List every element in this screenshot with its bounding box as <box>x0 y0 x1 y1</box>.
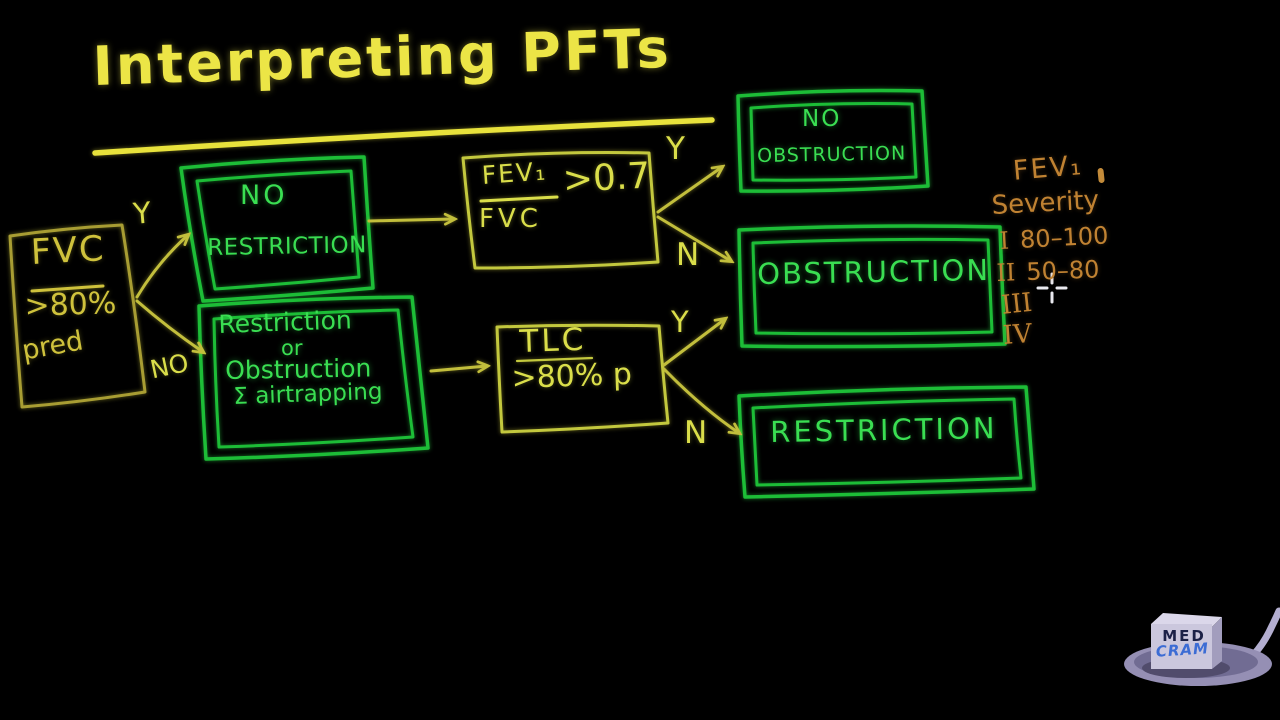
crosshair-cursor-icon <box>1036 272 1068 304</box>
sugar-cube-top <box>1151 613 1222 627</box>
title-underline <box>92 117 715 156</box>
obstruction-box-outline <box>737 224 1007 349</box>
severity-row-3-numeral: III <box>999 287 1034 321</box>
medcram-logo-med-text: MED <box>1162 627 1206 645</box>
stray-pen-mark <box>1097 168 1105 183</box>
severity-row-4: IV <box>1001 318 1044 351</box>
restriction-or-obstruction-line2: or <box>281 336 303 360</box>
severity-heading-fev1: FEV₁ <box>1011 149 1085 187</box>
edge-label-tlc-no: N <box>684 415 708 451</box>
obstruction-node-label: OBSTRUCTION <box>756 252 991 291</box>
fvc-box-outline <box>8 223 147 409</box>
sugar-cube-side <box>1212 617 1222 669</box>
arrow-restriction-to-tlc <box>429 366 487 371</box>
arrow-fev-yes-to-no-obstruction <box>656 167 722 214</box>
arrow-tlc-no-to-restriction <box>662 367 739 433</box>
edge-label-tlc-yes: Y <box>671 305 689 339</box>
fev1-fvc-threshold: >0.7 <box>561 155 652 201</box>
restriction-or-obstruction-box-outline <box>197 295 430 461</box>
no-restriction-box-outline <box>179 155 375 303</box>
no-obstruction-box-outline <box>736 88 930 193</box>
no-obstruction-node-line1: NO <box>802 106 842 132</box>
edge-label-fvc-yes: Y <box>131 195 153 231</box>
restriction-box-outline <box>737 385 1036 499</box>
severity-heading-label: Severity <box>990 185 1100 221</box>
arrow-no-restriction-to-fev <box>367 219 454 221</box>
no-restriction-node-line2: RESTRICTION <box>206 232 368 261</box>
arrow-tlc-yes-to-obstruction <box>662 319 725 367</box>
arrow-fev-no-to-obstruction <box>656 215 731 261</box>
arrow-fvc-no-to-restriction <box>135 299 203 352</box>
restriction-node-label: RESTRICTION <box>769 411 998 449</box>
restriction-or-obstruction-line3: Obstruction <box>224 353 372 385</box>
medcram-logo-graphic <box>1124 607 1280 686</box>
severity-row-3: III <box>999 287 1044 321</box>
edge-label-fev-yes: Y <box>666 131 685 167</box>
sugar-cube-front <box>1151 624 1212 669</box>
severity-row-1-numeral: I <box>998 226 1010 255</box>
severity-row-2-range: 50–80 <box>1025 255 1100 286</box>
no-restriction-node-line1: NO <box>240 180 288 211</box>
fev1-fvc-denominator: FVC <box>479 204 542 234</box>
fev1-fvc-numerator: FEV₁ <box>480 156 549 190</box>
edge-label-fev-no: N <box>676 237 700 273</box>
fvc-node-line1: FVC <box>29 229 107 273</box>
tlc-box-outline <box>495 323 670 434</box>
restriction-or-obstruction-line4: Σ airtrapping <box>232 378 383 410</box>
severity-row-4-numeral: IV <box>1001 318 1033 351</box>
edge-label-fvc-no: NO <box>147 348 192 385</box>
tlc-node-line1: TLC <box>518 321 587 360</box>
severity-row-1: I 80–100 <box>998 221 1110 255</box>
fvc-node-line2: >80% <box>23 285 117 324</box>
no-obstruction-node-line2: OBSTRUCTION <box>756 142 907 167</box>
severity-row-2: II 50–80 <box>995 255 1100 287</box>
flowchart-arrows <box>135 167 739 433</box>
tlc-node-line2: >80% p <box>510 356 633 396</box>
medcram-logo-cram-text: CRAM <box>1155 639 1210 661</box>
fev1-fvc-box-outline <box>461 151 660 270</box>
severity-row-2-numeral: II <box>995 258 1016 287</box>
restriction-or-obstruction-line1: Restriction <box>217 305 353 339</box>
arrow-fvc-yes-to-no-restriction <box>135 235 188 299</box>
severity-row-1-range: 80–100 <box>1019 221 1110 254</box>
